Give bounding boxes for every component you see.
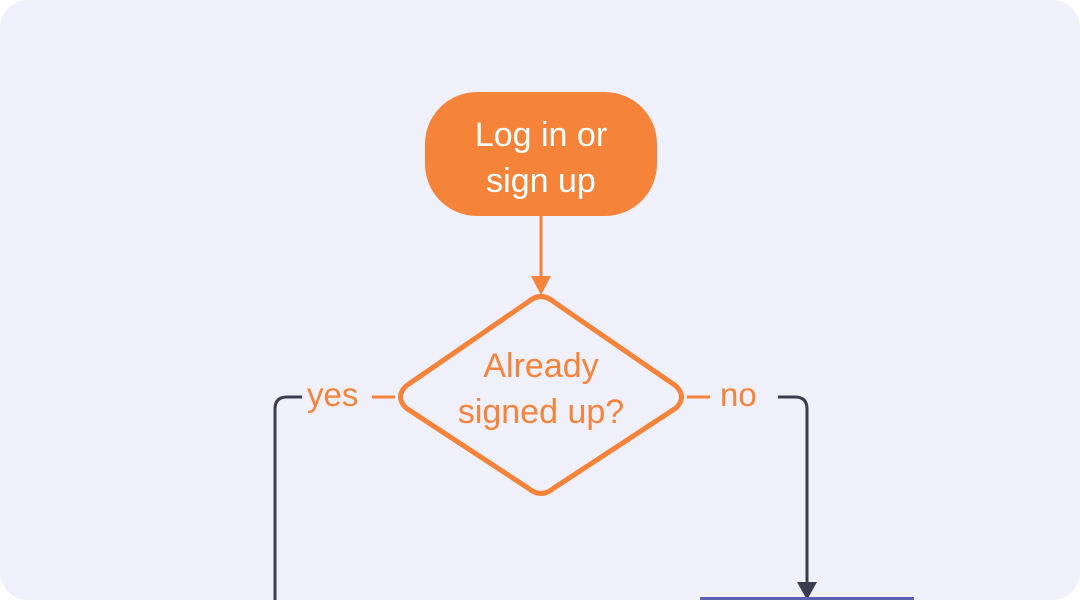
start-node-label-line2: sign up [486,162,596,200]
decision-node-label: Already signed up? [395,343,687,435]
decision-node-label-line2: signed up? [457,393,625,431]
no-edge-label: no [716,375,761,415]
start-node-label: Log in or sign up [425,112,657,204]
decision-node-label-line1: Already [483,347,599,385]
next-step-box-partial[interactable] [700,597,914,600]
start-to-decision-arrowhead [531,276,551,295]
decision-node[interactable] [398,294,684,496]
no-connector-arrowhead [797,582,817,600]
start-node-label-line1: Log in or [474,116,608,154]
start-node[interactable] [425,92,657,216]
yes-edge-label: yes [303,375,363,415]
no-connector [778,395,809,585]
yes-connector [273,395,302,600]
